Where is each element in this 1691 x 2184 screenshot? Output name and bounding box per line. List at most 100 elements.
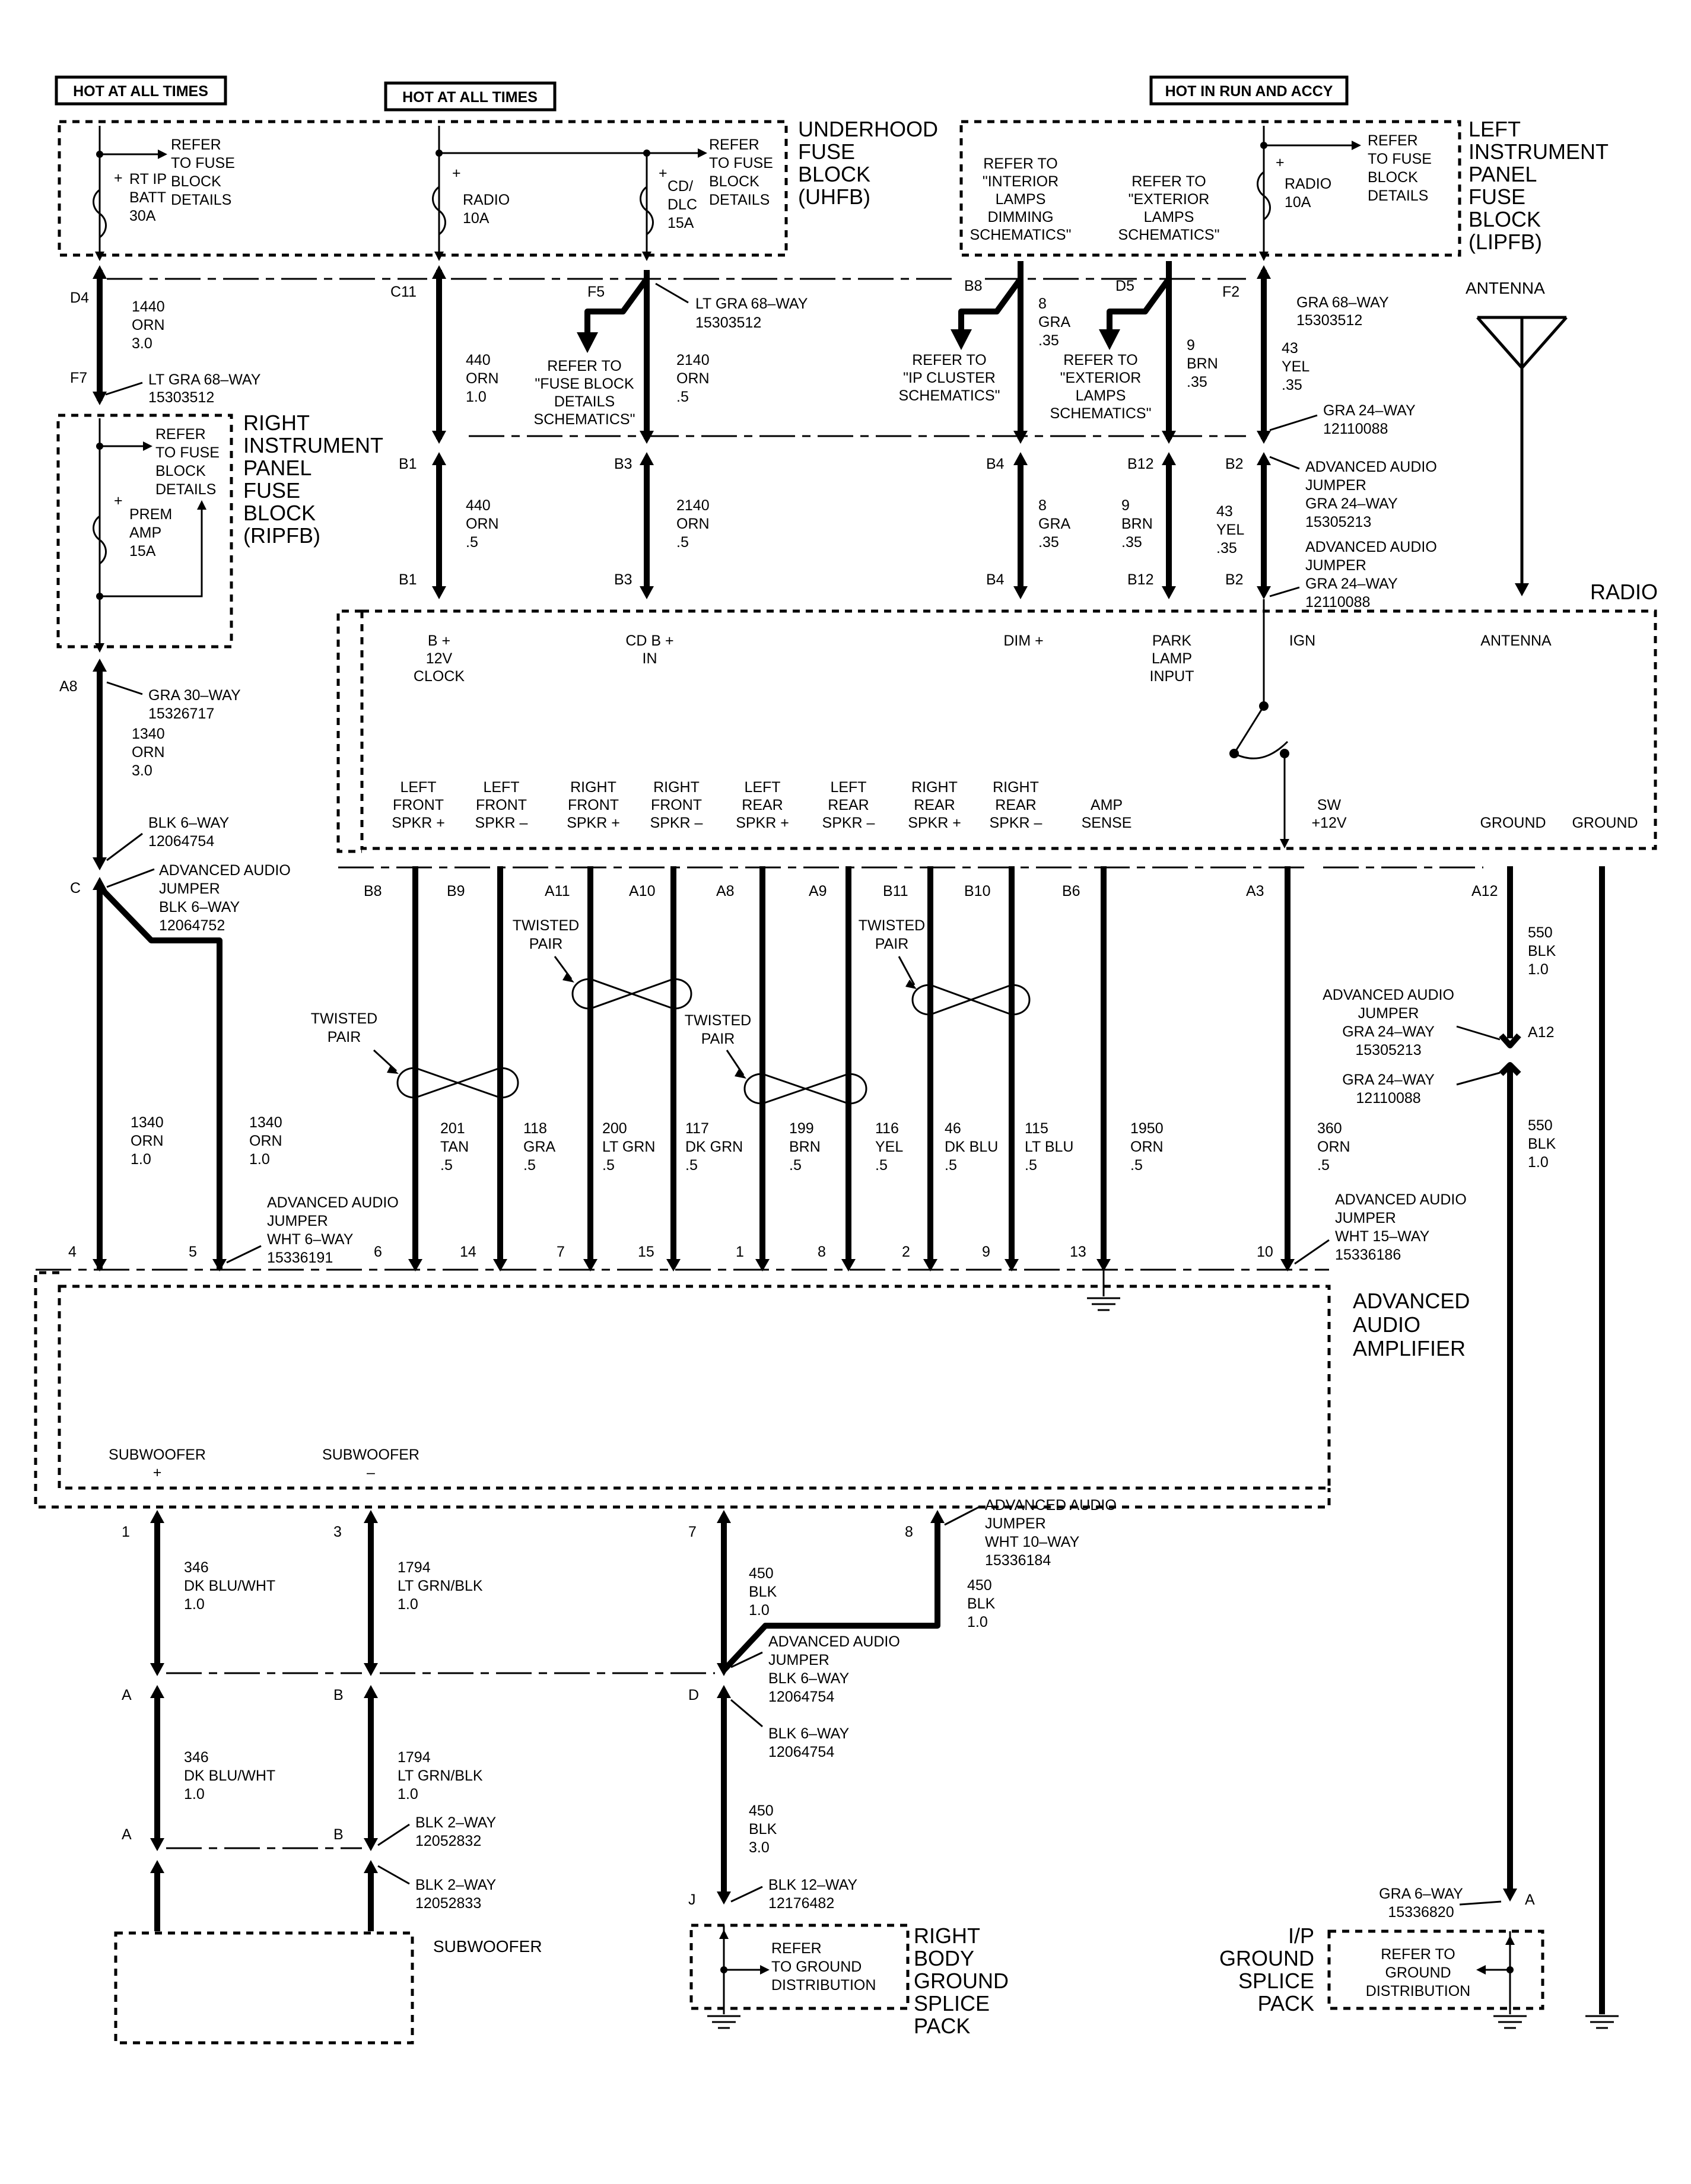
svg-text:5: 5: [189, 1244, 197, 1260]
svg-text:GRA 24–WAY: GRA 24–WAY: [1305, 576, 1398, 592]
svg-text:PREM: PREM: [129, 506, 172, 523]
svg-text:SCHEMATICS": SCHEMATICS": [534, 411, 635, 428]
svg-text:LEFT: LEFT: [830, 779, 866, 796]
svg-text:(UHFB): (UHFB): [798, 185, 870, 209]
svg-text:.5: .5: [676, 534, 689, 551]
svg-text:PAIR: PAIR: [701, 1031, 735, 1047]
svg-text:PACK: PACK: [914, 2014, 970, 2038]
svg-text:GROUND: GROUND: [1572, 815, 1638, 831]
svg-text:12V: 12V: [426, 650, 453, 667]
svg-text:.5: .5: [466, 534, 478, 551]
svg-text:D5: D5: [1115, 278, 1134, 294]
svg-text:ORN: ORN: [1317, 1139, 1350, 1155]
upper-wiring: D4 1440 ORN 3.0 F7 LT GRA 68–WAY 1530351…: [70, 261, 1416, 444]
svg-text:30A: 30A: [129, 208, 156, 224]
svg-text:1.0: 1.0: [1528, 961, 1549, 978]
svg-text:BLK: BLK: [1528, 1136, 1556, 1152]
svg-text:ADVANCED AUDIO: ADVANCED AUDIO: [267, 1194, 399, 1211]
svg-text:GRA 24–WAY: GRA 24–WAY: [1342, 1023, 1435, 1040]
svg-text:REAR: REAR: [828, 797, 869, 813]
svg-text:JUMPER: JUMPER: [1305, 557, 1366, 574]
svg-text:JUMPER: JUMPER: [1305, 477, 1366, 494]
svg-text:SPKR –: SPKR –: [990, 815, 1042, 831]
svg-text:LT GRA 68–WAY: LT GRA 68–WAY: [695, 295, 808, 312]
svg-text:RIGHT: RIGHT: [914, 1924, 980, 1948]
svg-text:DLC: DLC: [668, 196, 697, 213]
svg-text:ADVANCED AUDIO: ADVANCED AUDIO: [768, 1633, 900, 1650]
svg-text:PACK: PACK: [1258, 1991, 1314, 2015]
ground-symbol-icon: [1585, 2015, 1619, 2029]
svg-text:PANEL: PANEL: [243, 456, 312, 480]
svg-text:12110088: 12110088: [1305, 594, 1370, 611]
svg-text:+: +: [114, 492, 123, 509]
svg-text:TO FUSE: TO FUSE: [1368, 151, 1432, 167]
svg-text:BATT: BATT: [129, 189, 166, 206]
svg-text:UNDERHOOD: UNDERHOOD: [798, 117, 938, 141]
svg-text:12052833: 12052833: [415, 1895, 481, 1912]
svg-text:SCHEMATICS": SCHEMATICS": [899, 387, 1000, 404]
svg-text:12064752: 12064752: [159, 917, 225, 934]
svg-text:SPKR –: SPKR –: [475, 815, 528, 831]
svg-text:BLK 6–WAY: BLK 6–WAY: [148, 815, 229, 831]
svg-text:B8: B8: [964, 278, 983, 294]
svg-text:1.0: 1.0: [749, 1602, 770, 1619]
svg-text:A: A: [122, 1687, 132, 1703]
svg-text:I/P: I/P: [1288, 1924, 1314, 1948]
svg-text:ORN: ORN: [676, 370, 710, 387]
svg-text:15305213: 15305213: [1355, 1042, 1421, 1058]
svg-text:TO GROUND: TO GROUND: [771, 1959, 862, 1975]
svg-text:10A: 10A: [1285, 194, 1311, 211]
svg-text:BLK: BLK: [749, 1584, 777, 1600]
svg-text:9: 9: [982, 1244, 990, 1260]
svg-text:1: 1: [736, 1244, 744, 1260]
svg-text:INSTRUMENT: INSTRUMENT: [1468, 139, 1609, 164]
svg-text:.5: .5: [685, 1157, 698, 1174]
svg-text:LAMP: LAMP: [1152, 650, 1192, 667]
svg-text:+: +: [1276, 154, 1285, 171]
svg-text:1950: 1950: [1130, 1120, 1164, 1137]
svg-text:12110088: 12110088: [1323, 421, 1388, 437]
svg-text:BRN: BRN: [1187, 355, 1218, 372]
svg-text:A8: A8: [59, 678, 78, 695]
svg-text:REFER TO: REFER TO: [547, 358, 622, 374]
svg-text:ORN: ORN: [132, 317, 165, 333]
svg-text:1340: 1340: [132, 726, 165, 742]
svg-text:15336191: 15336191: [267, 1250, 333, 1266]
svg-text:BLOCK: BLOCK: [798, 162, 870, 186]
svg-text:"FUSE BLOCK: "FUSE BLOCK: [535, 376, 634, 392]
svg-text:JUMPER: JUMPER: [985, 1515, 1046, 1532]
svg-text:PAIR: PAIR: [328, 1029, 361, 1045]
svg-text:FUSE: FUSE: [1468, 185, 1525, 209]
ripfb-output-wiring: A8 GRA 30–WAY 15326717 1340 ORN 3.0 BLK …: [59, 659, 291, 1264]
svg-text:YEL: YEL: [1282, 358, 1309, 375]
twisted-pair-marker: [396, 978, 1031, 1105]
hot-label-left: HOT AT ALL TIMES: [73, 83, 208, 100]
svg-text:CD/: CD/: [668, 178, 693, 195]
svg-text:F7: F7: [70, 370, 87, 386]
svg-text:GRA 24–WAY: GRA 24–WAY: [1323, 402, 1416, 419]
svg-text:A8: A8: [716, 883, 735, 899]
svg-text:RIGHT: RIGHT: [570, 779, 616, 796]
hot-label-right: HOT IN RUN AND ACCY: [1165, 83, 1333, 100]
jumper-connector-section: B1 B3 B4 B12 B2 B1 B3 B4 B12 B2 440 ORN …: [399, 452, 1437, 611]
svg-text:14: 14: [460, 1244, 476, 1260]
svg-text:BRN: BRN: [1121, 516, 1153, 532]
svg-text:360: 360: [1317, 1120, 1342, 1137]
svg-text:DISTRIBUTION: DISTRIBUTION: [771, 1977, 876, 1994]
svg-text:DETAILS: DETAILS: [554, 393, 615, 410]
svg-text:+: +: [452, 165, 461, 182]
svg-text:BLK 2–WAY: BLK 2–WAY: [415, 1814, 496, 1831]
svg-text:LT GRN/BLK: LT GRN/BLK: [398, 1767, 483, 1784]
svg-text:JUMPER: JUMPER: [1358, 1005, 1419, 1022]
svg-text:15A: 15A: [668, 215, 694, 231]
svg-text:TO FUSE: TO FUSE: [171, 155, 235, 171]
svg-text:SPKR –: SPKR –: [650, 815, 703, 831]
svg-text:REFER: REFER: [709, 136, 759, 153]
svg-text:.35: .35: [1121, 534, 1142, 551]
svg-text:D4: D4: [70, 290, 89, 306]
svg-text:DETAILS: DETAILS: [709, 192, 770, 208]
svg-text:GRA 24–WAY: GRA 24–WAY: [1342, 1072, 1435, 1088]
svg-text:LAMPS: LAMPS: [1144, 209, 1194, 225]
svg-text:B12: B12: [1127, 456, 1153, 472]
svg-text:WHT 15–WAY: WHT 15–WAY: [1335, 1228, 1430, 1245]
